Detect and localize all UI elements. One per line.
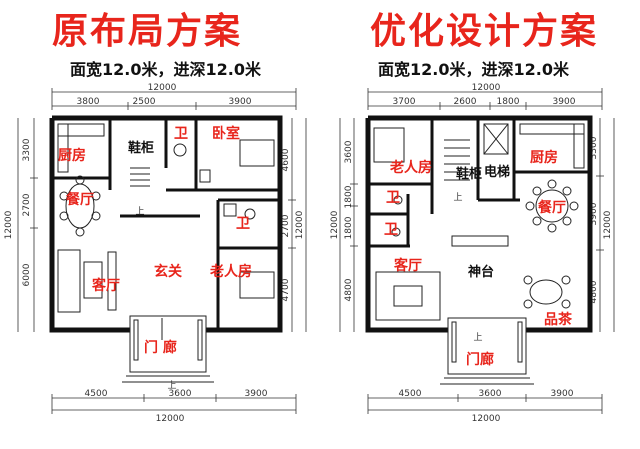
right-left-dim-2: 1800 [344, 185, 354, 208]
right-porch-stair-mark: 上 [473, 332, 482, 343]
left-top-dim-2: 2500 [133, 97, 156, 107]
right-top-dim-4: 3900 [553, 97, 576, 107]
left-room-porch: 门 廊 [144, 339, 177, 356]
right-bottom-dim-1: 4500 [399, 389, 422, 399]
left-top-total: 12000 [148, 83, 177, 93]
right-room-living: 客厅 [393, 257, 422, 274]
right-plan: 12000 3700 2600 1800 3900 12000 3600 180… [330, 83, 615, 424]
left-bottom-dim-1: 4500 [85, 389, 108, 399]
left-right-total: 12000 [295, 210, 305, 239]
left-left-total: 12000 [4, 210, 14, 239]
right-subtitle: 面宽12.0米，进深12.0米 [378, 60, 569, 79]
right-title: 优化设计方案 [370, 11, 599, 52]
left-bottom-dim-3: 3900 [245, 389, 268, 399]
left-plan: 12000 3800 2500 3900 12000 3300 2700 600… [4, 83, 307, 424]
left-bottom-total: 12000 [156, 414, 185, 424]
left-left-dim-2: 2700 [22, 193, 32, 216]
left-left-dim-3: 6000 [22, 263, 32, 286]
left-room-shoe-cabinet: 鞋柜 [128, 140, 154, 156]
left-top-dim-1: 3800 [77, 97, 100, 107]
right-stair-mark: 上 [453, 192, 462, 203]
left-right-dim-2: 2700 [281, 214, 291, 237]
right-bottom-dim-3: 3900 [551, 389, 574, 399]
left-bottom-dim-2: 3600 [169, 389, 192, 399]
left-room-dining: 餐厅 [65, 191, 94, 208]
left-room-elder: 老人房 [210, 263, 252, 280]
left-top-dim-3: 3900 [229, 97, 252, 107]
left-room-kitchen: 厨房 [58, 147, 86, 164]
right-room-bath-1: 卫 [386, 190, 400, 206]
right-room-porch: 门廊 [466, 351, 494, 368]
right-room-dining: 餐厅 [537, 199, 566, 216]
left-subtitle: 面宽12.0米，进深12.0米 [70, 60, 261, 79]
right-top-total: 12000 [472, 83, 501, 93]
right-top-dim-2: 2600 [454, 97, 477, 107]
left-room-bath-2: 卫 [236, 216, 250, 232]
left-title: 原布局方案 [52, 11, 243, 52]
right-bottom-dim-2: 3600 [479, 389, 502, 399]
right-room-shoe-cabinet: 鞋柜 [456, 166, 482, 182]
right-right-dim-2: 3900 [589, 202, 599, 225]
right-room-altar: 神台 [468, 264, 494, 280]
right-room-bath-2: 卫 [384, 222, 398, 238]
right-right-dim-1: 3300 [589, 136, 599, 159]
left-left-dim-1: 3300 [22, 138, 32, 161]
right-room-elder: 老人房 [390, 159, 432, 176]
right-room-tea: 品茶 [544, 311, 573, 328]
left-room-bath-1: 卫 [174, 126, 188, 142]
right-bottom-total: 12000 [472, 414, 501, 424]
left-room-bedroom: 卧室 [212, 125, 240, 142]
right-left-dim-1: 3600 [344, 140, 354, 163]
left-right-dim-1: 4600 [281, 148, 291, 171]
right-left-dim-4: 4800 [344, 278, 354, 301]
right-top-dim-3: 1800 [497, 97, 520, 107]
right-right-total: 12000 [603, 210, 613, 239]
right-left-dim-3: 1800 [344, 216, 354, 239]
left-porch-stair-mark: 上 [167, 380, 176, 391]
left-right-dim-3: 4700 [281, 278, 291, 301]
left-stair-mark: 上 [135, 206, 144, 217]
left-room-living: 客厅 [91, 277, 120, 294]
right-top-dim-1: 3700 [393, 97, 416, 107]
right-room-kitchen: 厨房 [530, 149, 558, 166]
right-room-elevator: 电梯 [484, 164, 510, 180]
right-right-dim-3: 4800 [589, 280, 599, 303]
right-left-total: 12000 [330, 210, 340, 239]
left-room-foyer: 玄关 [154, 263, 182, 280]
